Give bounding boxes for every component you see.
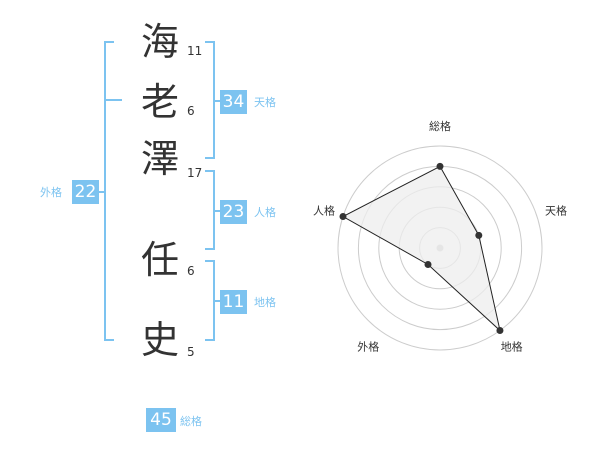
name-char-5: 史	[140, 318, 179, 362]
radar-axis-label-1: 総格	[429, 119, 451, 133]
gaikaku-bracket-tick-center	[96, 191, 105, 193]
gaikaku-bracket-tick-upper	[104, 99, 122, 101]
jinkaku-bracket-tick	[213, 210, 221, 212]
stroke-count-4: 6	[187, 264, 195, 278]
radar-point-5	[339, 212, 347, 220]
gaikaku-value-badge: 22	[72, 180, 99, 204]
tenkaku-bracket-tick	[213, 100, 221, 102]
radar-axis-label-2: 天格	[545, 203, 567, 217]
chikaku-label: 地格	[254, 296, 276, 309]
radar-axis-label-4: 外格	[357, 340, 379, 354]
tenkaku-value-badge: 34	[220, 90, 247, 114]
name-char-4: 任	[140, 238, 179, 282]
name-char-2: 老	[140, 80, 179, 124]
stroke-count-2: 6	[187, 104, 195, 118]
stroke-count-1: 11	[187, 44, 203, 58]
chikaku-bracket-tick	[213, 300, 221, 302]
radar-point-1	[436, 162, 444, 170]
radar-point-3	[496, 327, 504, 335]
radar-point-4	[424, 261, 432, 269]
jinkaku-value-badge: 23	[220, 200, 247, 224]
name-char-1: 海	[140, 20, 179, 64]
radar-point-2	[475, 231, 483, 239]
chikaku-value-badge: 11	[220, 290, 247, 314]
gaikaku-label: 外格	[40, 186, 62, 199]
radar-axis-label-5: 人格	[313, 203, 335, 217]
stroke-count-5: 5	[187, 345, 195, 359]
radar-ring-5	[337, 145, 543, 351]
name-char-3: 澤	[140, 137, 179, 181]
radar-axis-label-3: 地格	[501, 340, 523, 354]
tenkaku-label: 天格	[254, 96, 276, 109]
stroke-count-3: 17	[187, 166, 203, 180]
gaikaku-bracket	[104, 41, 114, 341]
jinkaku-label: 人格	[254, 206, 276, 219]
soukaku-label: 総格	[180, 415, 202, 428]
radar-value-polygon	[341, 165, 501, 332]
soukaku-value-badge: 45	[146, 408, 176, 432]
